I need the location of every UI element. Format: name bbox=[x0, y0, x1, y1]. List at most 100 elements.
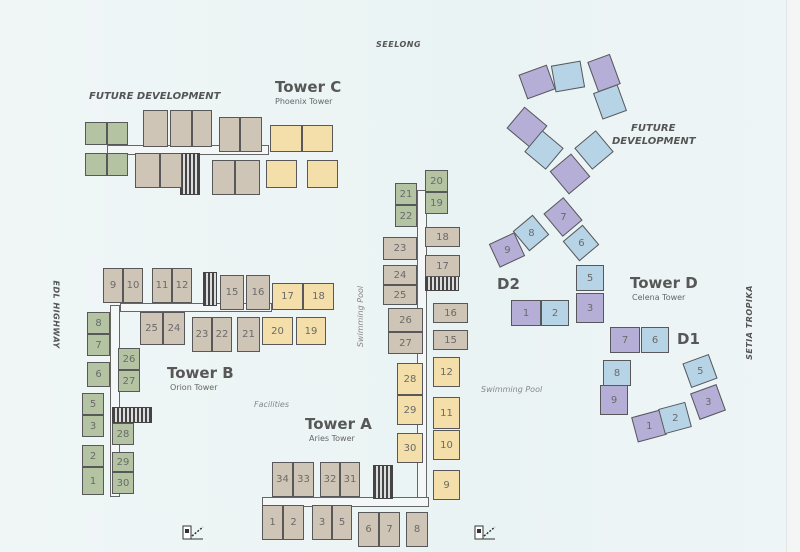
unit-tower-a-19[interactable]: 19 bbox=[425, 192, 448, 214]
unit-tower-a-3[interactable]: 3 bbox=[312, 505, 332, 540]
road-label-top: SEELONG bbox=[376, 40, 422, 49]
unit-tower-d-8[interactable]: 8 bbox=[603, 360, 631, 386]
unit-tower-d-3[interactable]: 3 bbox=[576, 293, 604, 323]
unit-tower-b-23[interactable]: 23 bbox=[192, 317, 212, 352]
unit-tower-a-28[interactable]: 28 bbox=[397, 363, 423, 395]
unit-tower-a-27[interactable]: 27 bbox=[388, 332, 423, 354]
unit-tower-b-2[interactable]: 2 bbox=[82, 445, 104, 467]
unit-tower-c[interactable] bbox=[302, 125, 333, 152]
unit-tower-a-18[interactable]: 18 bbox=[425, 227, 460, 247]
unit-number: 21 bbox=[242, 329, 255, 340]
unit-tower-a-7[interactable]: 7 bbox=[379, 512, 400, 547]
unit-tower-a-2[interactable]: 2 bbox=[283, 505, 304, 540]
unit-tower-a-25[interactable]: 25 bbox=[383, 285, 417, 305]
unit-tower-b-22[interactable]: 22 bbox=[212, 317, 232, 352]
unit-tower-b-11[interactable]: 11 bbox=[152, 268, 172, 303]
unit-tower-b-30[interactable]: 30 bbox=[112, 472, 134, 494]
unit-tower-b-1[interactable]: 1 bbox=[82, 467, 104, 495]
unit-tower-a-8[interactable]: 8 bbox=[406, 512, 428, 547]
unit-tower-c[interactable] bbox=[192, 110, 212, 147]
unit-tower-b-3[interactable]: 3 bbox=[82, 415, 104, 437]
unit-tower-c[interactable] bbox=[107, 153, 128, 176]
unit-tower-b-8[interactable]: 8 bbox=[87, 312, 110, 334]
unit-tower-b-5[interactable]: 5 bbox=[82, 393, 104, 415]
unit-number: 10 bbox=[126, 280, 140, 291]
unit-tower-a-11[interactable]: 11 bbox=[433, 397, 460, 429]
unit-tower-c[interactable] bbox=[219, 117, 240, 152]
unit-tower-b-15[interactable]: 15 bbox=[220, 275, 244, 310]
unit-tower-c[interactable] bbox=[240, 117, 262, 152]
unit-tower-a-24[interactable]: 24 bbox=[383, 265, 417, 285]
unit-tower-b-12[interactable]: 12 bbox=[172, 268, 192, 303]
unit-tower-b-19[interactable]: 19 bbox=[296, 317, 326, 345]
unit-tower-a-6[interactable]: 6 bbox=[358, 512, 379, 547]
unit-tower-d-5[interactable]: 5 bbox=[682, 353, 718, 389]
unit-tower-b-21[interactable]: 21 bbox=[237, 317, 260, 352]
unit-number: 5 bbox=[696, 365, 704, 377]
unit-tower-a-16[interactable]: 16 bbox=[433, 303, 468, 323]
unit-tower-a-22[interactable]: 22 bbox=[395, 205, 417, 227]
unit-tower-c[interactable] bbox=[307, 160, 338, 188]
service-core bbox=[373, 465, 393, 499]
unit-tower-d-1[interactable]: 1 bbox=[511, 300, 541, 326]
unit-tower-c[interactable] bbox=[143, 110, 168, 147]
unit-tower-a-17[interactable]: 17 bbox=[425, 255, 460, 277]
unit-tower-b-16[interactable]: 16 bbox=[246, 275, 270, 310]
unit-tower-d-9[interactable]: 9 bbox=[600, 385, 628, 415]
unit-tower-b-7[interactable]: 7 bbox=[87, 334, 110, 356]
unit-number: 25 bbox=[145, 323, 158, 334]
unit-tower-a-29[interactable]: 29 bbox=[397, 395, 423, 425]
unit-tower-a-33[interactable]: 33 bbox=[293, 462, 314, 497]
unit-tower-a-30[interactable]: 30 bbox=[397, 433, 423, 463]
unit-tower-a-1[interactable]: 1 bbox=[262, 505, 283, 540]
unit-number: 16 bbox=[444, 307, 457, 319]
tower-c-subtitle: Phoenix Tower bbox=[275, 97, 333, 106]
unit-tower-a-9[interactable]: 9 bbox=[433, 470, 460, 500]
unit-tower-d-3[interactable]: 3 bbox=[690, 384, 726, 420]
unit-tower-d-5[interactable]: 5 bbox=[576, 265, 604, 291]
unit-tower-b-29[interactable]: 29 bbox=[112, 452, 134, 472]
unit-tower-b-17[interactable]: 17 bbox=[272, 283, 303, 310]
unit-tower-a-12[interactable]: 12 bbox=[433, 357, 460, 387]
unit-tower-c[interactable] bbox=[85, 122, 107, 145]
unit-tower-a-15[interactable]: 15 bbox=[433, 330, 468, 350]
unit-tower-b-27[interactable]: 27 bbox=[118, 370, 140, 392]
unit-number: 24 bbox=[167, 323, 181, 334]
unit-tower-a-21[interactable]: 21 bbox=[395, 183, 417, 205]
unit-tower-f[interactable] bbox=[518, 64, 556, 100]
unit-tower-c[interactable] bbox=[135, 153, 160, 188]
unit-tower-a-26[interactable]: 26 bbox=[388, 308, 423, 332]
unit-tower-a-23[interactable]: 23 bbox=[383, 237, 417, 260]
unit-tower-a-10[interactable]: 10 bbox=[433, 430, 460, 460]
unit-tower-c[interactable] bbox=[212, 160, 235, 195]
unit-tower-b-25[interactable]: 25 bbox=[140, 312, 163, 345]
unit-tower-a-34[interactable]: 34 bbox=[272, 462, 293, 497]
unit-tower-a-31[interactable]: 31 bbox=[340, 462, 360, 497]
unit-tower-c[interactable] bbox=[85, 153, 107, 176]
unit-tower-c[interactable] bbox=[270, 125, 302, 152]
unit-tower-a-20[interactable]: 20 bbox=[425, 170, 448, 192]
corridor bbox=[120, 303, 272, 312]
unit-tower-c[interactable] bbox=[170, 110, 192, 147]
unit-tower-b-28[interactable]: 28 bbox=[112, 423, 134, 445]
unit-tower-d-6[interactable]: 6 bbox=[641, 327, 669, 353]
unit-tower-d-7[interactable]: 7 bbox=[610, 327, 640, 353]
unit-tower-b-26[interactable]: 26 bbox=[118, 348, 140, 370]
unit-tower-d-2[interactable]: 2 bbox=[541, 300, 569, 326]
unit-tower-b-18[interactable]: 18 bbox=[303, 283, 334, 310]
unit-tower-b-6[interactable]: 6 bbox=[87, 362, 110, 387]
unit-tower-c[interactable] bbox=[235, 160, 260, 195]
unit-tower-f[interactable] bbox=[550, 60, 586, 93]
unit-tower-c[interactable] bbox=[107, 122, 128, 145]
unit-tower-a-5[interactable]: 5 bbox=[332, 505, 352, 540]
unit-tower-b-9[interactable]: 9 bbox=[103, 268, 123, 303]
unit-tower-b-20[interactable]: 20 bbox=[262, 317, 293, 345]
unit-tower-c[interactable] bbox=[160, 153, 182, 188]
unit-tower-a-32[interactable]: 32 bbox=[320, 462, 340, 497]
unit-tower-b-24[interactable]: 24 bbox=[163, 312, 185, 345]
unit-tower-b-10[interactable]: 10 bbox=[123, 268, 143, 303]
swimming-pool-label-vertical: Swimming Pool bbox=[356, 285, 366, 348]
unit-tower-d-2[interactable]: 2 bbox=[658, 401, 692, 435]
unit-tower-c[interactable] bbox=[266, 160, 297, 188]
guardhouse-gate-icon bbox=[474, 525, 496, 540]
